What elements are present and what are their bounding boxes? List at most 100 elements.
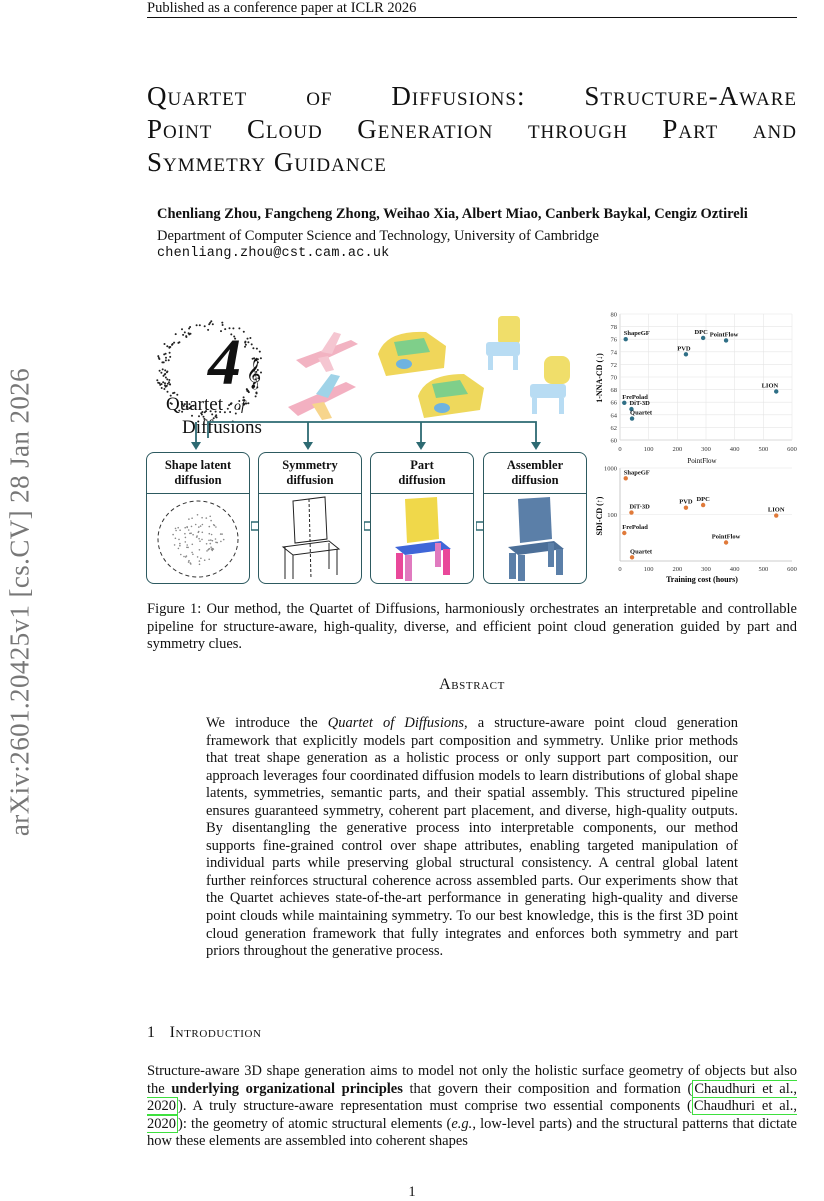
logo-dot — [203, 417, 206, 420]
section-heading: 1 Introduction — [147, 1024, 262, 1042]
intro-text: Structure-aware 3D shape generation aims… — [147, 1063, 797, 1097]
latent-dot — [191, 543, 194, 546]
point-label: FrePolad — [622, 524, 648, 531]
affiliation: Department of Computer Science and Techn… — [157, 228, 599, 244]
logo-dot — [182, 333, 185, 336]
car-sample-1 — [378, 331, 446, 376]
x-tick-label: 500 — [758, 566, 768, 573]
stage-subtitle: diffusion — [286, 473, 334, 487]
latent-dot — [201, 516, 203, 519]
citation-link[interactable]: Chaudhuri et al., 2020 — [147, 1097, 797, 1133]
logo-dot — [188, 403, 191, 406]
title-word: Generation — [357, 114, 494, 144]
data-point — [723, 540, 729, 545]
stage-header: Part diffusion — [371, 453, 473, 494]
airplane-sample-2 — [288, 374, 356, 420]
citation-link[interactable]: Chaudhuri et al., 2020 — [147, 1079, 797, 1116]
latent-dot — [199, 540, 201, 542]
logo-dot — [162, 374, 165, 377]
logo-dot — [203, 411, 206, 414]
logo-dot — [164, 376, 167, 379]
latent-dot — [210, 546, 212, 548]
x-tick-label: 600 — [787, 566, 797, 573]
section-title: Introduction — [169, 1024, 262, 1041]
logo-dot — [162, 381, 165, 384]
latent-dot — [220, 540, 222, 543]
data-point — [700, 502, 706, 508]
stage-subtitle: diffusion — [511, 473, 559, 487]
latent-dot — [184, 556, 187, 558]
latent-dot — [187, 529, 190, 531]
abstract-text: , a structure-aware point cloud generati… — [206, 715, 738, 960]
logo-dot — [166, 378, 169, 381]
latent-dot — [184, 526, 186, 529]
abstract-body: We introduce the Quartet of Diffusions, … — [206, 715, 738, 961]
latent-dot — [196, 535, 198, 537]
latent-dot — [210, 519, 212, 522]
latent-dot — [198, 537, 200, 540]
title-word: Cloud — [246, 114, 323, 144]
wireframe-chair — [281, 496, 341, 580]
logo-dot — [259, 357, 262, 360]
y-tick-label: 1000 — [604, 466, 617, 473]
latent-dot — [216, 541, 218, 544]
data-point — [774, 389, 779, 394]
latent-dot — [172, 533, 174, 536]
latent-dot — [196, 556, 199, 558]
point-label: Quartet — [630, 410, 653, 417]
logo-dot — [185, 405, 188, 408]
latent-dot — [210, 539, 212, 541]
latent-dot — [186, 544, 188, 546]
latent-dot — [219, 533, 222, 535]
logo-dot — [219, 411, 222, 413]
logo-dot — [232, 327, 235, 330]
latent-dot — [205, 517, 208, 519]
latent-dot — [190, 563, 192, 565]
x-tick-label: 600 — [787, 446, 797, 453]
logo-dot — [158, 369, 161, 372]
logo-dot — [156, 379, 159, 382]
logo-dot — [209, 321, 212, 324]
stage-symmetry-diffusion: Symmetry diffusion — [258, 452, 362, 584]
logo-dot — [229, 411, 232, 413]
logo-dot — [223, 411, 226, 414]
title-word: of — [306, 81, 333, 111]
logo-dot — [163, 353, 166, 356]
logo-dot — [177, 341, 180, 344]
logo-dot — [181, 410, 184, 413]
logo-dot — [181, 403, 184, 406]
author-email[interactable]: chenliang.zhou@cst.cam.ac.uk — [157, 246, 390, 261]
logo-dot — [209, 410, 212, 413]
arxiv-id: arXiv:2601.20425v1 [cs.CV] 28 Jan 2026 — [4, 367, 35, 837]
logo-dot — [195, 324, 198, 327]
logo-dot — [168, 383, 171, 386]
latent-dot — [198, 549, 201, 551]
logo-dot — [211, 413, 214, 416]
logo-dot — [256, 386, 259, 389]
point-label: DiT-3D — [629, 400, 650, 407]
top-annotation: PointFlow — [687, 457, 717, 465]
logo-dot — [157, 356, 160, 359]
latent-dot — [199, 525, 202, 527]
latent-dot — [209, 515, 211, 518]
logo-dot — [233, 335, 236, 338]
logo-dot — [161, 368, 164, 371]
logo-dot — [244, 341, 247, 344]
quartet-logo-dots — [156, 320, 262, 420]
stage-part-diffusion: Part diffusion — [370, 452, 474, 584]
logo-dot — [228, 404, 231, 407]
latent-dot — [205, 543, 208, 545]
logo-dot — [254, 395, 257, 398]
intro-text: that govern their composition and format… — [402, 1080, 693, 1097]
logo-dot — [166, 390, 169, 393]
logo-dot — [226, 407, 229, 410]
logo-dot — [168, 379, 171, 381]
section-number: 1 — [147, 1024, 156, 1041]
logo-dot — [198, 324, 201, 327]
bottom-ylabel: SDI-CD (↑) — [596, 496, 604, 535]
logo-dot — [247, 402, 250, 405]
latent-dot — [208, 532, 211, 535]
logo-dot — [171, 343, 173, 346]
latent-dot — [200, 557, 202, 560]
logo-dot — [246, 389, 249, 392]
